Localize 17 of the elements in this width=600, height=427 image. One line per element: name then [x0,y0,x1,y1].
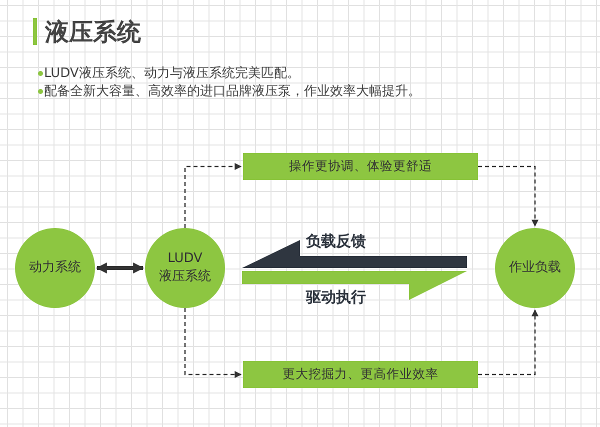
bullet-text: 配备全新大容量、高效率的进口品牌液压泵，作业效率大幅提升。 [44,83,421,100]
arrow [478,166,538,227]
text-banner: 操作更协调、体验更舒适 [243,153,478,180]
arrow [478,309,538,376]
circle-node: 动力系统 [15,228,95,308]
edge-label: 驱动执行 [306,288,366,307]
bullet-text: LUDV液压系统、动力与液压系统完美匹配。 [44,65,300,82]
circle-node: LUDV 液压系统 [145,228,225,308]
text-banner: 更大挖掘力、更高作业效率 [243,361,478,388]
arrow [184,163,242,228]
arrow [242,271,467,300]
arrow [242,240,467,268]
circle-node: 作业负载 [495,228,575,308]
arrow [96,262,144,274]
edge-label: 负载反馈 [306,232,366,251]
title: 液压系统 [45,17,141,48]
arrow [184,308,242,378]
